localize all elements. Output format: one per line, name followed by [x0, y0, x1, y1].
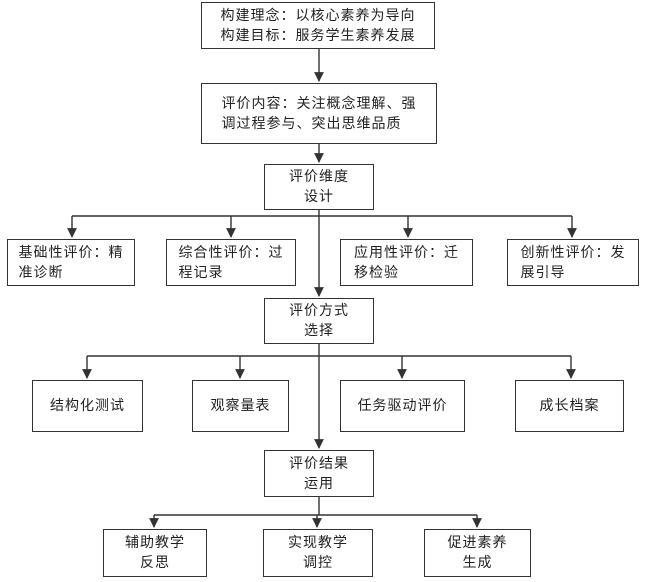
node-result-control-line-2: 调控	[303, 555, 333, 571]
node-dim-basic-line-1: 基础性评价：精	[18, 244, 124, 261]
node-dim-applied-line-2: 移检验	[354, 264, 399, 281]
node-method-task-label: 任务驱动评价	[357, 398, 448, 414]
node-method-task: 任务驱动评价	[340, 380, 465, 432]
node-content: 评价内容：关注概念理解、强 调过程参与、突出思维品质	[201, 83, 437, 144]
node-content-line-2: 调过程参与、突出思维品质	[221, 115, 402, 132]
node-dimension-line-2: 设计	[304, 189, 334, 205]
node-result-control-line-1: 实现教学	[288, 535, 348, 551]
node-dim-comprehensive: 综合性评价：过 程记录	[166, 239, 296, 286]
node-method-test-label: 结构化测试	[50, 398, 125, 414]
node-method-observe-label: 观察量表	[210, 398, 271, 414]
node-dim-basic: 基础性评价：精 准诊断	[7, 239, 135, 286]
node-content-line-1: 评价内容：关注概念理解、强	[221, 95, 417, 112]
node-dim-applied-line-1: 应用性评价：迁	[354, 244, 459, 261]
node-result: 评价结果 运用	[264, 450, 374, 497]
node-dim-innovative-line-2: 展引导	[520, 264, 566, 281]
node-dimension-line-1: 评价维度	[289, 169, 349, 185]
node-dim-comprehensive-line-1: 综合性评价：过	[178, 244, 284, 261]
node-method-line-2: 选择	[304, 323, 334, 339]
node-concept-line-2: 构建目标：服务学生素养发展	[220, 27, 416, 44]
node-result-line-2: 运用	[304, 475, 334, 492]
node-result-growth-line-1: 促进素养	[447, 535, 508, 551]
node-result-reflect-line-2: 反思	[140, 555, 170, 571]
node-method-archive-label: 成长档案	[539, 398, 600, 414]
node-dim-innovative: 创新性评价：发 展引导	[507, 239, 639, 286]
node-result-control: 实现教学 调控	[263, 529, 373, 577]
node-dim-applied: 应用性评价：迁 移检验	[340, 239, 473, 286]
node-method-observe: 观察量表	[192, 380, 289, 432]
node-method: 评价方式 选择	[264, 298, 374, 344]
node-dim-innovative-line-1: 创新性评价：发	[520, 244, 626, 261]
node-result-growth: 促进素养 生成	[424, 529, 531, 577]
node-method-archive: 成长档案	[515, 380, 624, 432]
node-method-test: 结构化测试	[32, 380, 143, 432]
node-concept: 构建理念：以核心素养为导向 构建目标：服务学生素养发展	[201, 2, 435, 49]
node-result-reflect-line-1: 辅助教学	[125, 535, 185, 551]
node-result-growth-line-2: 生成	[462, 555, 493, 571]
node-concept-line-1: 构建理念：以核心素养为导向	[220, 7, 416, 24]
node-dim-basic-line-2: 准诊断	[18, 264, 64, 281]
node-result-line-1: 评价结果	[289, 455, 349, 472]
node-dimension: 评价维度 设计	[264, 164, 374, 210]
node-result-reflect: 辅助教学 反思	[103, 529, 207, 577]
node-method-line-1: 评价方式	[289, 303, 349, 319]
node-dim-comprehensive-line-2: 程记录	[178, 264, 224, 281]
